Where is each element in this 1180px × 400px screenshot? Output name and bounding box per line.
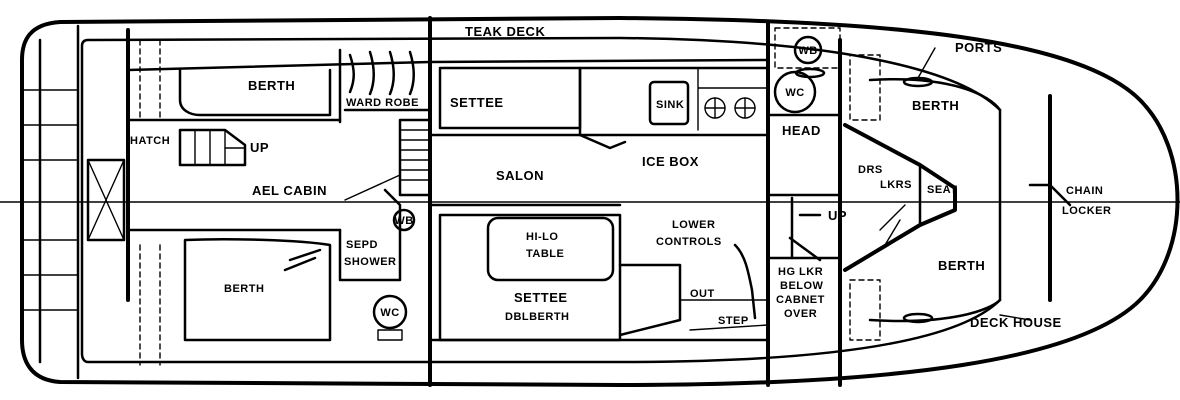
label-salon: SALON (496, 168, 544, 183)
label-ward-robe: WARD ROBE (346, 97, 419, 109)
label-below: BELOW (780, 280, 824, 292)
label-cabnet: CABNET (776, 294, 825, 306)
fwd-step (790, 196, 822, 260)
labels: TEAK DECK PORTS BERTH WARD ROBE SETTEE S… (130, 24, 1111, 330)
label-up-fwd: UP (828, 208, 847, 223)
label-hatch: HATCH (130, 135, 170, 147)
label-berth-aft-top: BERTH (248, 78, 295, 93)
lower-controls-console (618, 263, 682, 337)
label-over: OVER (784, 308, 817, 320)
label-lkrs: LKRS (880, 179, 912, 191)
lower-controls-pointer (733, 243, 757, 320)
label-berth-fwd-bottom: BERTH (938, 258, 985, 273)
deck-edge-line (80, 36, 1002, 364)
label-seat: SEAT (927, 184, 958, 196)
wardrobe-hangers (343, 50, 432, 112)
label-teak-deck: TEAK DECK (465, 24, 545, 39)
label-out: OUT (690, 288, 715, 300)
label-table: TABLE (526, 248, 564, 260)
companionway-stairs (398, 118, 432, 197)
label-wb-top: WB (798, 45, 817, 57)
label-ice-box: ICE BOX (642, 154, 699, 169)
label-lower: LOWER (672, 219, 715, 231)
shower-enclosure (338, 174, 402, 282)
label-controls: CONTROLS (656, 236, 722, 248)
label-berth-fwd-top: BERTH (912, 98, 959, 113)
label-chain: CHAIN (1066, 185, 1103, 197)
out-step-line (679, 299, 769, 331)
label-head: HEAD (782, 123, 821, 138)
label-deck-house: DECK HOUSE (970, 315, 1062, 330)
aft-berth-top (139, 39, 332, 121)
transom-hatch-box (86, 158, 126, 242)
label-berth-aft-bottom: BERTH (224, 283, 264, 295)
label-settee-bottom: SETTEE (514, 290, 568, 305)
ice-box-pointer (578, 133, 627, 150)
label-dbl-berth: DBLBERTH (505, 311, 570, 323)
galley-counter (578, 66, 770, 137)
deck-house-pointer (999, 314, 1031, 321)
label-wb-mid: WB (394, 215, 413, 227)
label-up-aft: UP (250, 140, 269, 155)
label-locker: LOCKER (1062, 205, 1111, 217)
label-shower: SHOWER (344, 256, 397, 268)
wc-aft (372, 294, 408, 341)
label-hi-lo: HI-LO (526, 231, 558, 243)
wb-aft (392, 208, 416, 232)
fwd-companion (788, 236, 822, 262)
forward-vberth (843, 54, 1002, 341)
label-wc-top: WC (785, 87, 804, 99)
label-hg-lkr: HG LKR (778, 266, 823, 278)
label-step: STEP (718, 315, 749, 327)
label-drs: DRS (858, 164, 883, 176)
label-ports: PORTS (955, 40, 1002, 55)
label-sepd: SEPD (346, 239, 378, 251)
label-aft-cabin: AEL CABIN (252, 183, 327, 198)
label-settee-top: SETTEE (450, 95, 504, 110)
aft-berth-bottom (139, 237, 332, 366)
ports-portholes (794, 47, 936, 324)
label-sink: SINK (656, 99, 684, 111)
settee-bottom (438, 213, 622, 342)
label-wc-bottom: WC (380, 307, 399, 319)
hi-lo-table (486, 216, 615, 282)
